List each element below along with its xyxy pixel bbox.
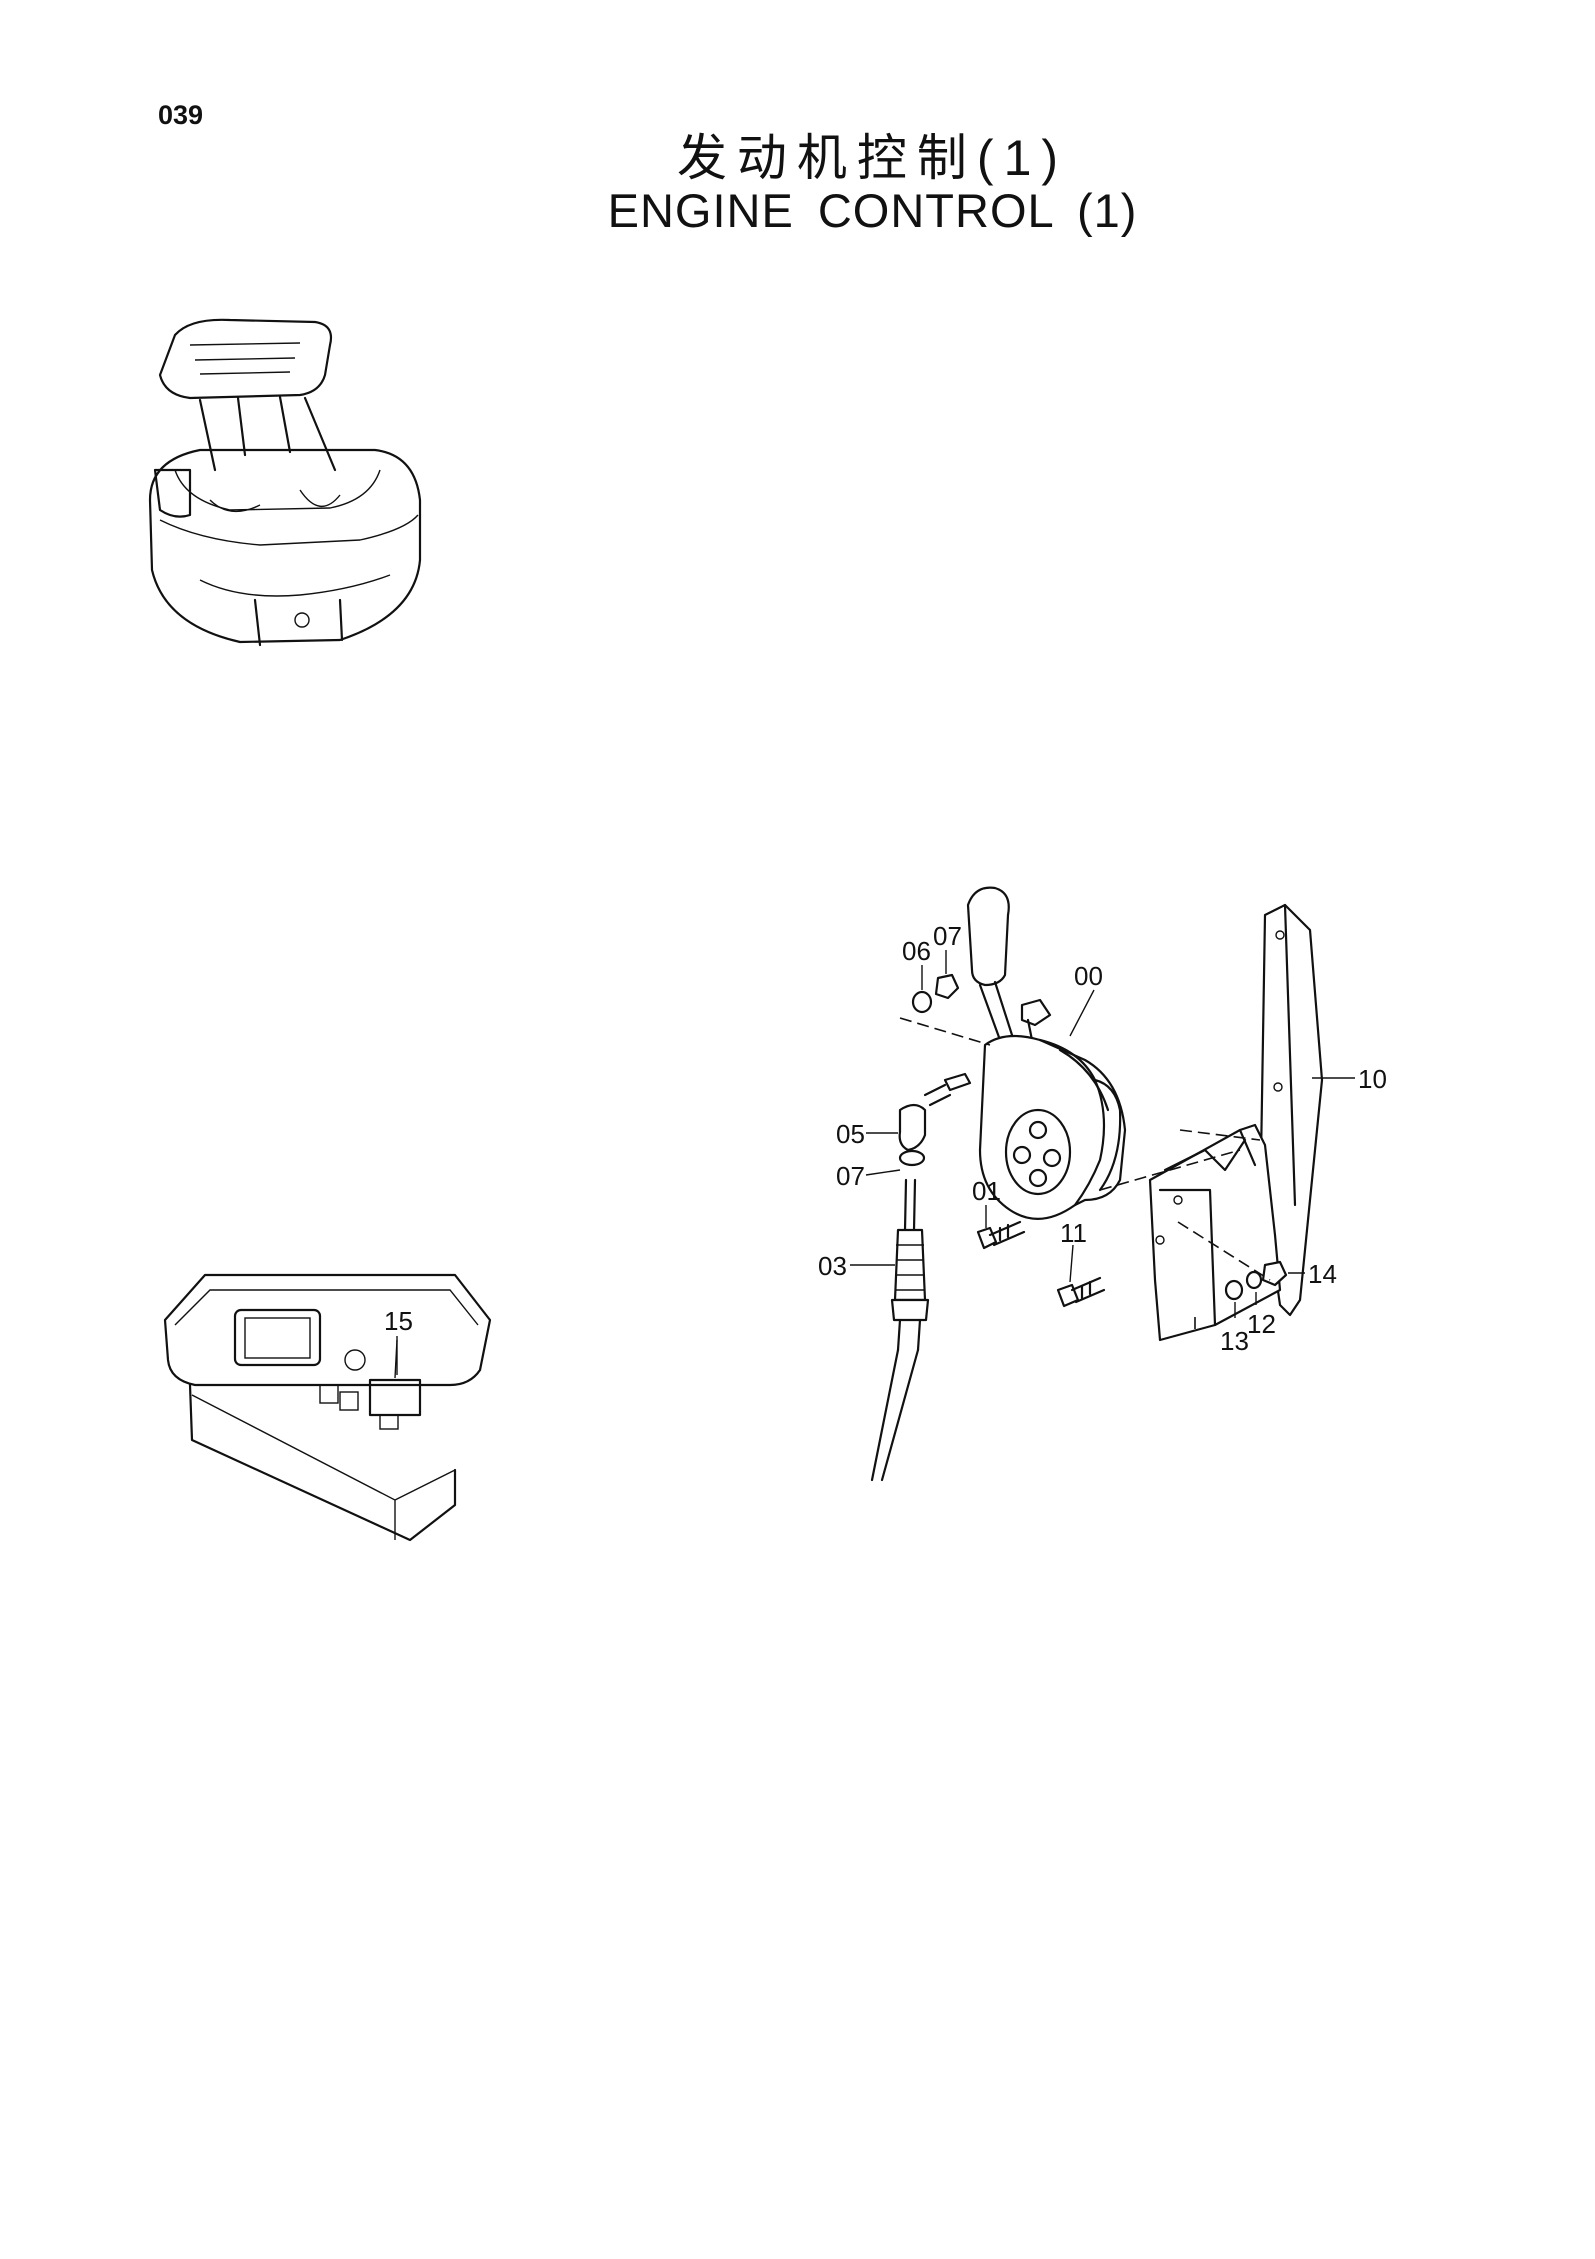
callout-15: 15 [384,1306,413,1336]
callout-05: 05 [836,1119,865,1149]
callout-13: 13 [1220,1326,1249,1356]
monitor-panel-illustration [163,1273,492,1542]
callout-01: 01 [972,1176,1001,1206]
callout-10: 10 [1358,1064,1387,1094]
callout-00: 00 [1074,961,1103,991]
callout-07-lower: 07 [836,1161,865,1191]
page-number: 039 [158,100,204,130]
cab-overview-illustration [148,318,422,647]
page-title-chinese: 发动机控制(1) [676,130,1069,186]
callout-11: 11 [1060,1218,1087,1248]
callout-06: 06 [902,936,931,966]
callout-12: 12 [1247,1309,1276,1339]
engine-control-lever-assembly [870,886,1324,1482]
callout-03: 03 [818,1251,847,1281]
callout-leaders [396,950,1355,1375]
callout-14: 14 [1308,1259,1337,1289]
callout-labels: 06 07 00 10 05 07 01 11 03 14 12 13 15 [384,921,1387,1356]
callout-07-top: 07 [933,921,962,951]
page-title-english: ENGINE CONTROL (1) [607,184,1138,237]
